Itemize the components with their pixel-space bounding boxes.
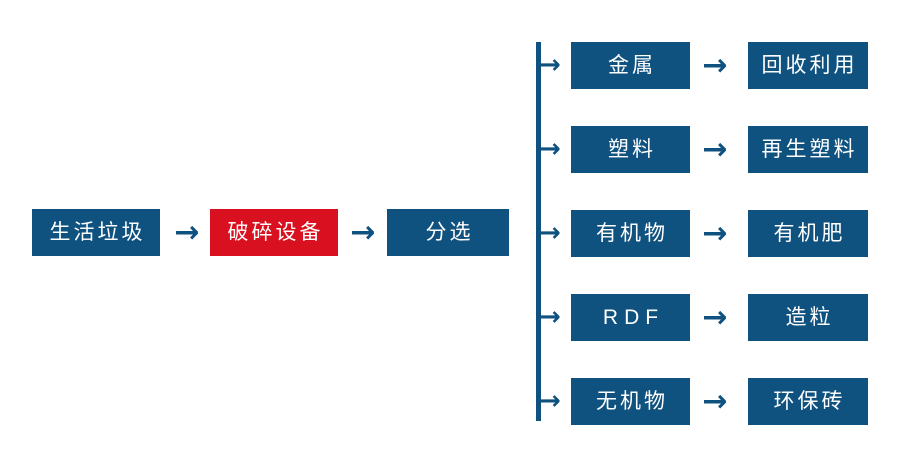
branch-connector-arrow-icon-5: → bbox=[702, 384, 728, 419]
branch-arrow-icon-4: → bbox=[539, 302, 561, 332]
branch-product-recycled-plastic[interactable]: 再生塑料 bbox=[748, 126, 868, 173]
flow-node-sorting[interactable]: 分选 bbox=[387, 209, 509, 256]
branch-material-rdf[interactable]: RDF bbox=[571, 294, 690, 341]
flow-node-crushing-equipment[interactable]: 破碎设备 bbox=[210, 209, 338, 256]
branch-trunk-line bbox=[536, 42, 541, 421]
branch-material-plastic[interactable]: 塑料 bbox=[571, 126, 690, 173]
arrow-right-icon-2: → bbox=[350, 215, 376, 250]
branch-connector-arrow-icon-2: → bbox=[702, 132, 728, 167]
branch-arrow-icon-5: → bbox=[539, 386, 561, 416]
branch-arrow-icon-1: → bbox=[539, 50, 561, 80]
branch-product-organic-fertilizer[interactable]: 有机肥 bbox=[748, 210, 868, 257]
flow-node-household-waste[interactable]: 生活垃圾 bbox=[32, 209, 160, 256]
arrow-right-icon-1: → bbox=[174, 215, 200, 250]
branch-arrow-icon-2: → bbox=[539, 134, 561, 164]
branch-product-granulation[interactable]: 造粒 bbox=[748, 294, 868, 341]
branch-arrow-icon-3: → bbox=[539, 218, 561, 248]
branch-material-metal[interactable]: 金属 bbox=[571, 42, 690, 89]
branch-product-eco-brick[interactable]: 环保砖 bbox=[748, 378, 868, 425]
branch-connector-arrow-icon-4: → bbox=[702, 300, 728, 335]
branch-connector-arrow-icon-3: → bbox=[702, 216, 728, 251]
branch-product-recycling[interactable]: 回收利用 bbox=[748, 42, 868, 89]
branch-material-organic[interactable]: 有机物 bbox=[571, 210, 690, 257]
branch-material-inorganic[interactable]: 无机物 bbox=[571, 378, 690, 425]
branch-connector-arrow-icon-1: → bbox=[702, 48, 728, 83]
